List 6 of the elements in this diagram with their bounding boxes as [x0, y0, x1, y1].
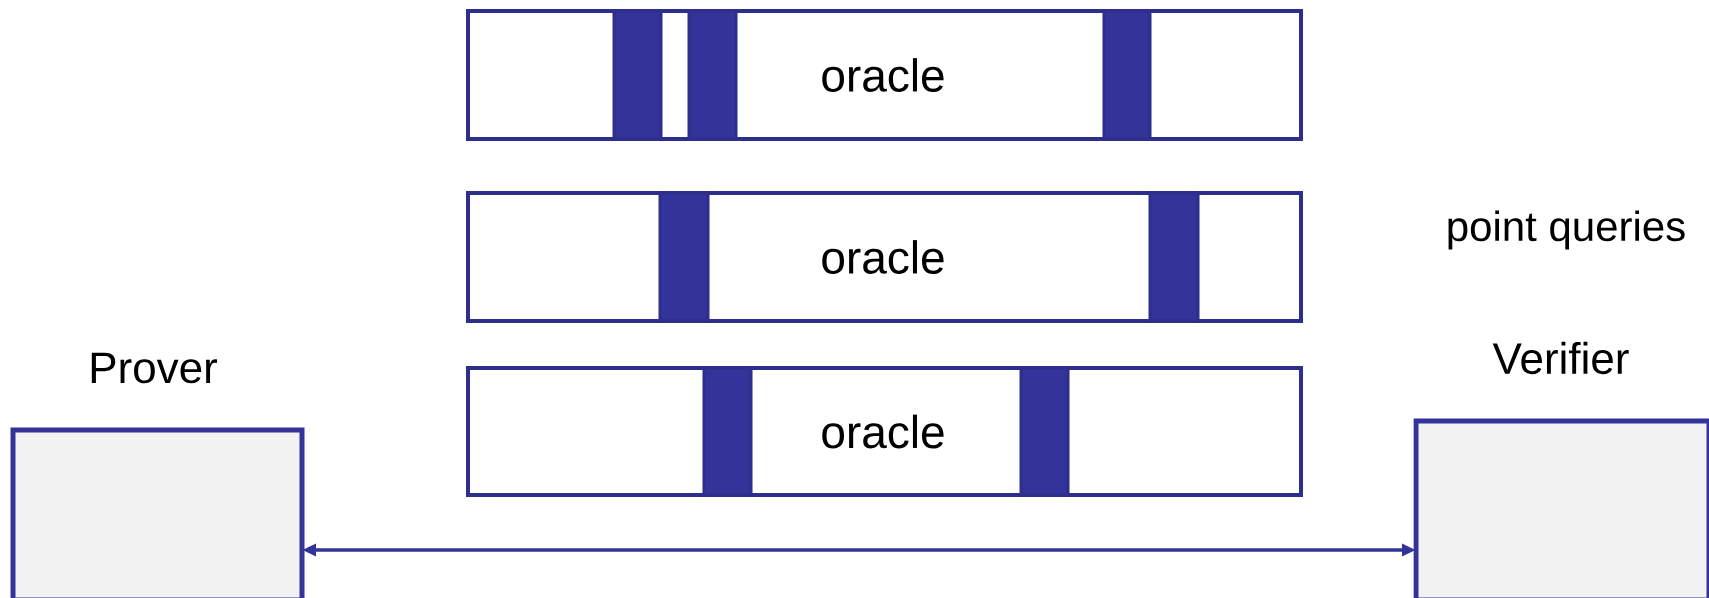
- party-heading: Prover: [91, 352, 218, 384]
- box-label: oracle: [822, 414, 944, 449]
- box-label: oracle: [822, 58, 944, 92]
- party-heading: Verifier: [1492, 341, 1629, 375]
- box-label: oracle: [822, 240, 944, 274]
- annotation-text: point queries: [1448, 210, 1685, 250]
